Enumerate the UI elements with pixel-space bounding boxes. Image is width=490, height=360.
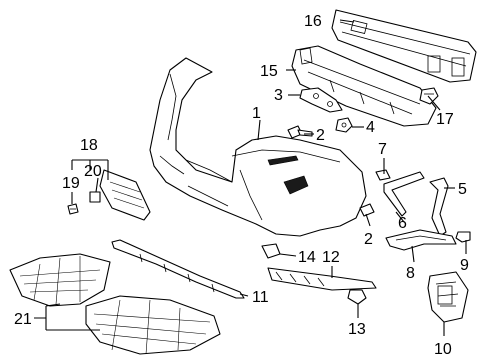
callout-3: 3	[274, 87, 283, 104]
part-screw	[67, 203, 79, 215]
callout-2-lower: 2	[364, 231, 373, 248]
callout-6: 6	[398, 215, 407, 232]
part-clip-9	[455, 231, 471, 243]
part-energy-absorber	[291, 45, 437, 127]
part-bolt-lower	[359, 203, 375, 217]
part-valance-strip	[267, 267, 377, 291]
callout-2-upper: 2	[316, 127, 325, 144]
callout-5: 5	[458, 181, 467, 198]
part-clip-7	[375, 169, 391, 181]
callout-12: 12	[322, 249, 340, 266]
callout-17: 17	[436, 111, 454, 128]
part-under-covers	[9, 253, 221, 355]
part-nut	[335, 117, 353, 133]
callout-16: 16	[304, 13, 322, 30]
callout-14: 14	[298, 249, 316, 266]
part-bumper-cover	[149, 57, 367, 237]
callout-9: 9	[460, 257, 469, 274]
part-bracket	[299, 87, 343, 113]
callout-19: 19	[62, 175, 80, 192]
part-fog-lamp-bracket	[427, 271, 469, 323]
part-small-bracket	[261, 243, 281, 259]
callout-8: 8	[406, 265, 415, 282]
callout-7: 7	[378, 141, 387, 158]
callout-21: 21	[14, 311, 32, 328]
part-trim-strip-6	[383, 171, 425, 217]
part-reinforcement-bar	[331, 9, 477, 83]
callout-4: 4	[366, 119, 375, 136]
part-clip-20	[89, 191, 101, 203]
callout-20: 20	[84, 163, 102, 180]
leader-lines	[34, 19, 467, 336]
callouts: 16 15 3 1 2 4 17 7 5 6 2 8 9 10 14 12 13…	[14, 13, 469, 358]
part-bolt-upper	[287, 125, 313, 139]
callout-18: 18	[80, 137, 98, 154]
callout-eleven: 11	[252, 289, 269, 306]
part-lamp-bezel	[385, 229, 457, 251]
callout-1: 1	[252, 105, 261, 122]
callout-15: 15	[260, 63, 278, 80]
part-trim-strip-5	[429, 177, 449, 237]
part-lower-molding	[111, 239, 245, 299]
part-clip-17	[419, 87, 439, 105]
callout-13: 13	[348, 321, 366, 338]
part-license-bracket	[99, 169, 151, 221]
part-clip-13	[347, 289, 367, 305]
callout-10: 10	[434, 341, 452, 358]
